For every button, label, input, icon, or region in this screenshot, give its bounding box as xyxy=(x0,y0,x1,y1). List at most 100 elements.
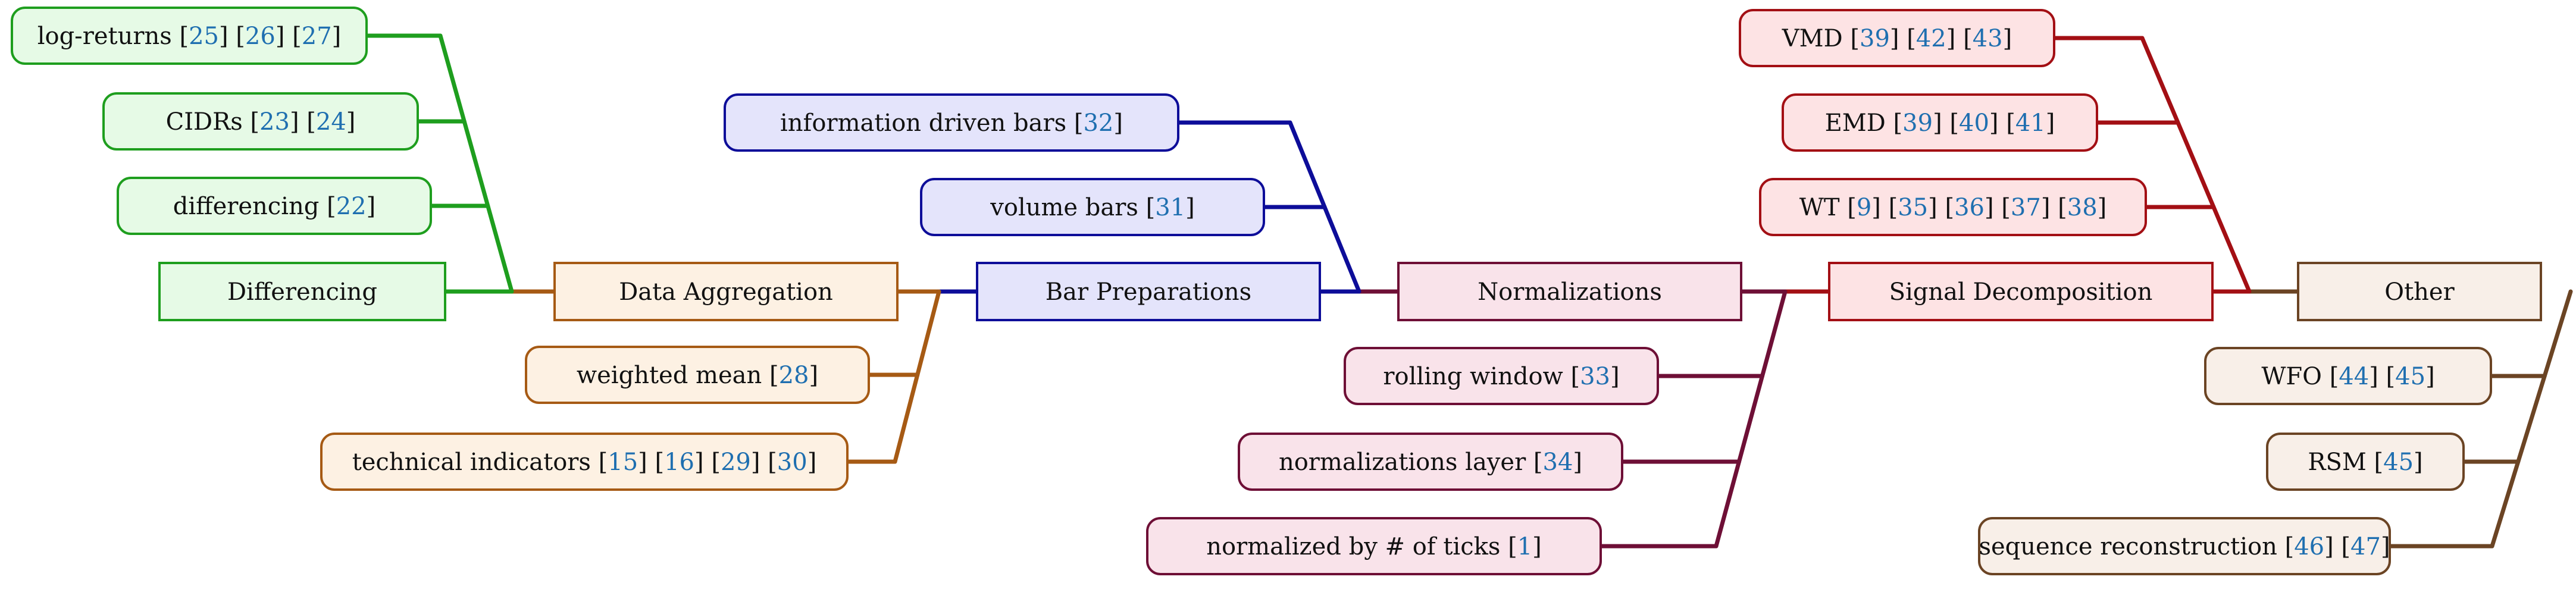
node-label: log-returns [25] [26] [27] xyxy=(37,23,342,50)
citation-link[interactable]: 24 xyxy=(316,108,346,136)
citation-link[interactable]: 40 xyxy=(1959,109,1989,137)
node-label: differencing [22] xyxy=(173,193,375,220)
citation-link[interactable]: 35 xyxy=(1898,194,1928,221)
citation-link[interactable]: 1 xyxy=(1517,533,1532,560)
item-node-other: WFO [44] [45] xyxy=(2204,347,2492,405)
category-title: Data Aggregation xyxy=(619,278,833,306)
citation-link[interactable]: 43 xyxy=(1973,25,2003,52)
node-label-text: CIDRs xyxy=(166,108,243,136)
item-node-box xyxy=(525,346,870,404)
item-node-differencing: CIDRs [23] [24] xyxy=(102,92,419,151)
node-label: technical indicators [15] [16] [29] [30] xyxy=(352,449,817,476)
citation-link[interactable]: 36 xyxy=(1954,194,1985,221)
category-node-data-aggregation: Data Aggregation xyxy=(553,262,899,321)
citation-link[interactable]: 30 xyxy=(777,449,807,476)
node-label: EMD [39] [40] [41] xyxy=(1825,109,2055,137)
item-node-differencing: differencing [22] xyxy=(117,177,432,235)
citation-link[interactable]: 29 xyxy=(721,449,751,476)
citation-link[interactable]: 45 xyxy=(2383,449,2414,476)
citation-link[interactable]: 39 xyxy=(1902,109,1933,137)
item-node-box xyxy=(1238,433,1623,491)
item-node-box xyxy=(1759,178,2147,236)
citation-link[interactable]: 44 xyxy=(2339,363,2369,390)
category-node-box xyxy=(2297,262,2542,321)
node-label: normalized by # of ticks [1] xyxy=(1206,533,1542,560)
category-node-normalizations: Normalizations xyxy=(1397,262,1742,321)
citation-link[interactable]: 34 xyxy=(1543,449,1573,476)
item-node-box xyxy=(2204,347,2492,405)
citation-link[interactable]: 25 xyxy=(189,23,219,50)
citation-link[interactable]: 16 xyxy=(664,449,694,476)
item-node-box xyxy=(1782,93,2098,152)
citation-link[interactable]: 27 xyxy=(302,23,332,50)
category-node-box xyxy=(1397,262,1742,321)
item-node-box xyxy=(2266,433,2465,491)
citation-link[interactable]: 38 xyxy=(2067,194,2098,221)
category-node-differencing: Differencing xyxy=(158,262,446,321)
node-label: volume bars [31] xyxy=(990,194,1195,221)
node-label-text: weighted mean xyxy=(577,362,762,389)
citation-link[interactable]: 31 xyxy=(1155,194,1185,221)
trunk-other xyxy=(2490,289,2573,549)
trunk-differencing xyxy=(438,33,514,294)
node-label: CIDRs [23] [24] xyxy=(166,108,356,136)
citation-link[interactable]: 9 xyxy=(1857,194,1871,221)
node-label: information driven bars [32] xyxy=(780,109,1123,137)
item-node-box xyxy=(1978,517,2391,575)
category-node-box xyxy=(976,262,1321,321)
node-label: RSM [45] xyxy=(2308,449,2422,476)
node-label: WT [9] [35] [36] [37] [38] xyxy=(1799,194,2107,221)
node-label-text: volume bars xyxy=(990,194,1138,221)
item-node-bar-preparations: volume bars [31] xyxy=(920,178,1265,236)
item-node-other: RSM [45] xyxy=(2266,433,2465,491)
citation-link[interactable]: 23 xyxy=(259,108,290,136)
category-title: Signal Decomposition xyxy=(1889,278,2153,306)
citation-link[interactable]: 26 xyxy=(245,23,276,50)
category-node-bar-preparations: Bar Preparations xyxy=(976,262,1321,321)
citation-link[interactable]: 47 xyxy=(2350,533,2381,560)
node-label-text: WT xyxy=(1799,194,1840,221)
node-label-text: sequence reconstruction xyxy=(1979,533,2277,560)
item-node-signal-decomposition: WT [9] [35] [36] [37] [38] xyxy=(1759,178,2147,236)
item-node-bar-preparations: information driven bars [32] xyxy=(724,93,1179,152)
connector-lines xyxy=(364,33,2573,549)
node-label: weighted mean [28] xyxy=(577,362,818,389)
category-title: Normalizations xyxy=(1478,278,1662,306)
item-node-box xyxy=(1344,347,1659,405)
node-label-text: information driven bars xyxy=(780,109,1066,137)
node-label-text: normalized by # of ticks xyxy=(1206,533,1500,560)
citation-link[interactable]: 15 xyxy=(608,449,638,476)
citation-link[interactable]: 37 xyxy=(2011,194,2041,221)
citation-link[interactable]: 22 xyxy=(336,193,367,220)
category-title: Differencing xyxy=(227,278,377,306)
category-node-other: Other xyxy=(2297,262,2542,321)
citation-link[interactable]: 45 xyxy=(2395,363,2425,390)
citation-link[interactable]: 32 xyxy=(1083,109,1113,137)
node-label-text: VMD xyxy=(1782,25,1843,52)
item-node-box xyxy=(117,177,432,235)
item-node-data-aggregation: weighted mean [28] xyxy=(525,346,870,404)
node-label-text: technical indicators xyxy=(352,449,591,476)
node-label-text: differencing xyxy=(173,193,320,220)
category-node-box xyxy=(1828,262,2214,321)
item-node-box xyxy=(102,92,419,151)
citation-link[interactable]: 28 xyxy=(779,362,809,389)
citation-link[interactable]: 42 xyxy=(1916,25,1946,52)
item-node-box xyxy=(724,93,1179,152)
item-node-box xyxy=(920,178,1265,236)
node-label-text: WFO xyxy=(2261,363,2322,390)
category-title: Bar Preparations xyxy=(1046,278,1251,306)
category-node-box xyxy=(158,262,446,321)
item-node-box xyxy=(1739,9,2055,67)
item-node-other: sequence reconstruction [46] [47] xyxy=(1978,517,2391,575)
category-node-box xyxy=(553,262,899,321)
node-label-text: EMD xyxy=(1825,109,1886,137)
node-label-text: RSM xyxy=(2308,449,2366,476)
citation-link[interactable]: 41 xyxy=(2015,109,2046,137)
citation-link[interactable]: 46 xyxy=(2294,533,2324,560)
item-node-box xyxy=(320,433,849,491)
citation-link[interactable]: 33 xyxy=(1580,363,1610,390)
citation-link[interactable]: 39 xyxy=(1860,25,1890,52)
node-label: VMD [39] [42] [43] xyxy=(1782,25,2012,52)
